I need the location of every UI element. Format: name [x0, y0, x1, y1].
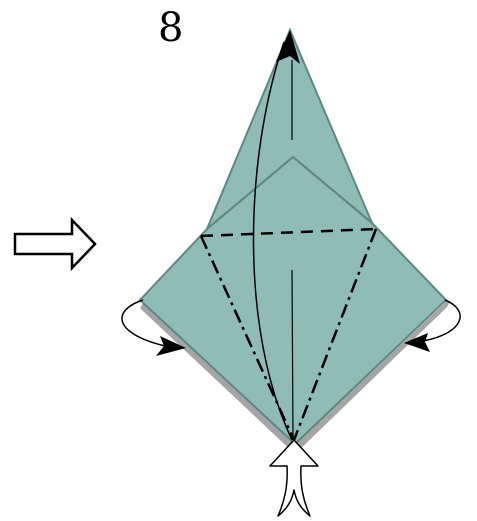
push-in-arrow-icon — [269, 439, 319, 517]
mountain-fold-right — [292, 228, 378, 441]
next-step-arrow-icon — [13, 216, 97, 272]
pull-up-arrow-icon — [252, 41, 293, 441]
flip-left-arrow-icon — [121, 299, 166, 347]
inner-flap-edge — [206, 155, 373, 230]
flip-left-arrowhead — [156, 336, 186, 356]
center-crease-lower — [291, 269, 294, 437]
flip-right-arrow-icon — [422, 299, 461, 342]
flip-right-arrowhead — [404, 333, 430, 352]
valley-fold-line — [200, 227, 377, 238]
mountain-fold-left — [199, 235, 296, 441]
step-number: 8 — [158, 5, 184, 51]
pull-up-arrowhead — [276, 30, 300, 64]
